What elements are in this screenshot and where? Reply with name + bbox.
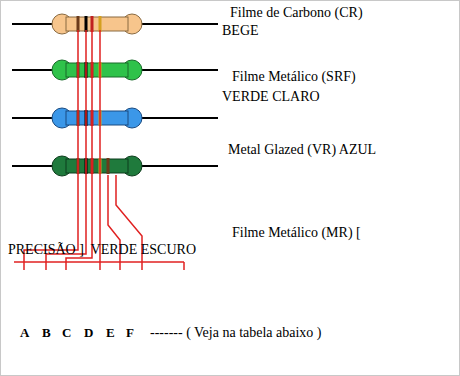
color-bands [77, 16, 110, 174]
carbon-film-resistor [52, 14, 142, 34]
resistor-type: Metal Glazed (VR) AZUL [228, 141, 376, 158]
body-color: BEGE [222, 22, 259, 39]
color-band [85, 16, 88, 32]
band-letter: E [106, 324, 115, 341]
color-band [77, 16, 80, 32]
color-band [99, 16, 102, 32]
body-color: VERDE CLARO [222, 88, 320, 105]
leader-lines [14, 30, 184, 270]
resistor-type: Filme Metálico (SRF) [232, 68, 356, 85]
metal-glazed-resistor [52, 108, 142, 128]
metal-film-srf-resistor [52, 60, 142, 80]
metal-film-mr-resistor [52, 156, 142, 176]
band-letter: D [84, 324, 93, 341]
band-letter: F [126, 324, 134, 341]
resistor-leads [12, 24, 218, 166]
table-note: ------- ( Veja na tabela abaixo ) [150, 324, 322, 341]
band-letter: A [20, 324, 29, 341]
color-band [107, 158, 110, 174]
resistor-type: Filme Metálico (MR) [ PRECISÃO ] VERDE E… [8, 224, 408, 258]
band-letter: B [42, 324, 51, 341]
color-band [91, 16, 94, 32]
band-letter: C [62, 324, 71, 341]
resistor-type: Filme de Carbono (CR) [230, 4, 363, 21]
